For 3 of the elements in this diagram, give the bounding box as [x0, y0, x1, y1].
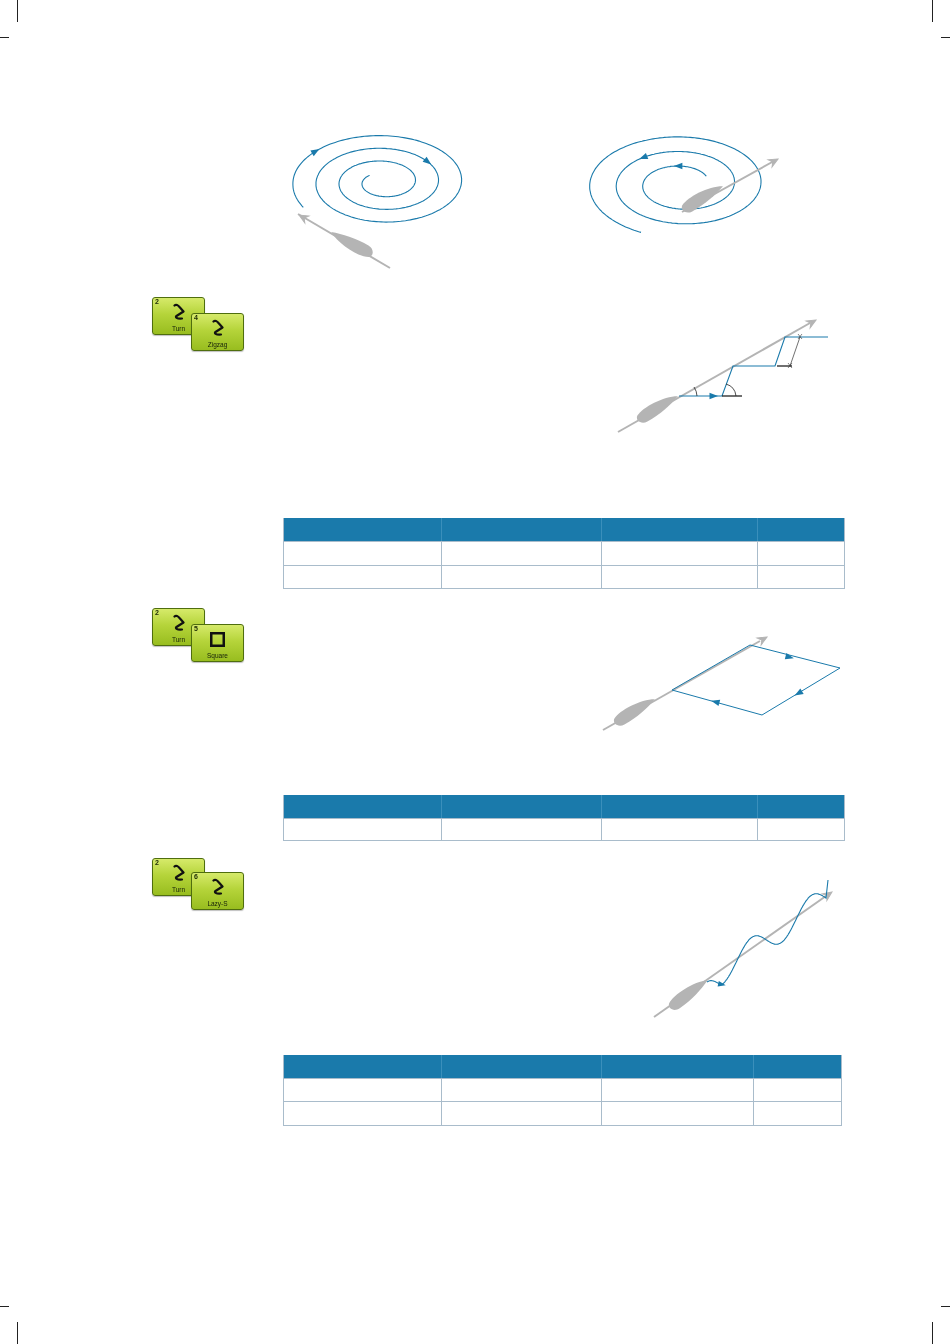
- mode-tile: [191, 313, 244, 351]
- mode-tile: [191, 872, 244, 910]
- mode-tile: [191, 624, 244, 662]
